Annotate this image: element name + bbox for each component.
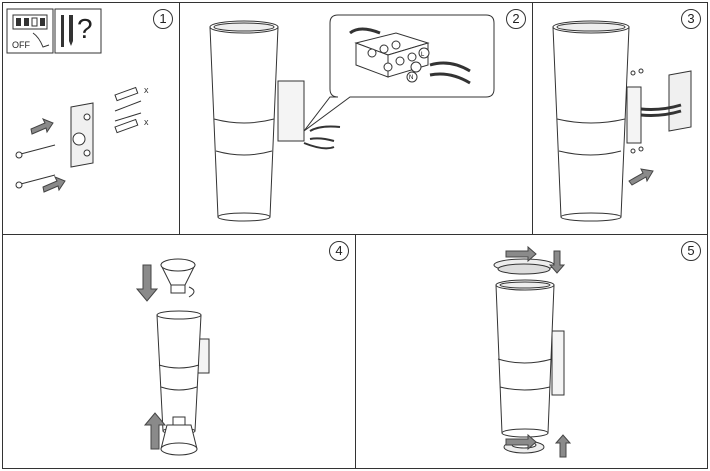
step-1-illustration: x x [6, 8, 149, 193]
lamp-body [156, 310, 210, 435]
neutral-terminal-marker [406, 71, 418, 83]
step-2-illustration: L N [209, 14, 495, 222]
screw-mark-2: x [144, 117, 149, 127]
fixing-screws [15, 144, 56, 189]
step-5-illustration [493, 245, 572, 458]
wall-plugs [114, 86, 139, 134]
wires [349, 27, 471, 85]
screws [630, 68, 644, 154]
step-4-panel: 4 [2, 234, 356, 469]
down-arrow [548, 250, 566, 274]
live-terminal-marker [418, 47, 430, 59]
up-arrow [143, 412, 167, 450]
step-2-panel: 2 L N [179, 2, 533, 235]
ground-symbol [410, 61, 422, 73]
lamp-body [552, 20, 642, 222]
step-4-illustration [135, 258, 210, 456]
gu10-bulb-bottom [160, 416, 198, 456]
step-number-1: 1 [153, 9, 173, 29]
step-number-2: 2 [506, 9, 526, 29]
screws [114, 100, 142, 122]
step-number-5: 5 [681, 241, 701, 261]
lamp-body [495, 279, 565, 438]
up-arrow [554, 434, 572, 458]
push-arrow [628, 168, 654, 186]
step-1-panel: 1 x x [2, 2, 180, 235]
live-label: L [421, 52, 425, 58]
cable [640, 103, 682, 117]
wall-bracket [668, 70, 692, 132]
top-cover-glass [493, 258, 555, 275]
screw-mark-1: x [144, 85, 149, 95]
down-arrow [135, 264, 159, 302]
step-number-4: 4 [329, 241, 349, 261]
step-5-panel: 5 [355, 234, 708, 469]
tools-question-mark: ? [77, 13, 93, 44]
wall-bracket [70, 102, 94, 168]
neutral-label: N [409, 75, 413, 81]
lamp-body [209, 20, 305, 222]
rotate-arrow-bottom [505, 433, 537, 451]
rotate-arrow-top [505, 245, 537, 263]
direction-arrows [30, 118, 66, 193]
gu10-bulb-top [160, 258, 196, 298]
step-3-illustration [552, 20, 692, 222]
off-label: OFF [12, 40, 30, 50]
step-number-3: 3 [681, 9, 701, 29]
mains-cable [303, 125, 341, 150]
step-3-panel: 3 [532, 2, 708, 235]
terminal-block [354, 32, 430, 78]
